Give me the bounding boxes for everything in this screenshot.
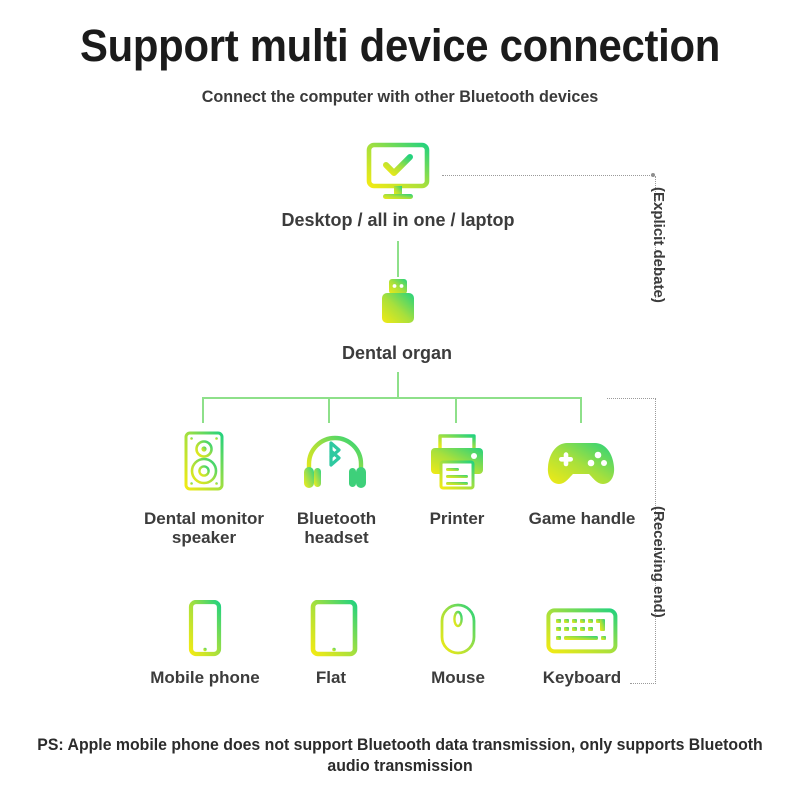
explicit-bracket-top-line <box>442 175 654 176</box>
usb-dongle-icon <box>378 277 418 329</box>
gamepad-icon <box>545 437 617 489</box>
page-subtitle: Connect the computer with other Bluetoot… <box>201 87 599 106</box>
adapter-node-label: Dental organ <box>341 343 452 363</box>
receiving-bracket-bottom-line <box>630 683 656 684</box>
branch-drop-1 <box>202 397 204 423</box>
device-label-phone: Mobile phone <box>150 668 260 687</box>
connector-adapter-to-branch <box>397 372 399 398</box>
device-label-headset: Bluetooth headset <box>296 509 377 547</box>
keyboard-icon <box>546 608 618 654</box>
explicit-bracket-end-dot <box>651 173 655 177</box>
footer-note: PS: Apple mobile phone does not support … <box>37 736 763 775</box>
branch-drop-3 <box>455 397 457 423</box>
branch-drop-4 <box>580 397 582 423</box>
branch-drop-2 <box>328 397 330 423</box>
mouse-icon <box>436 602 480 656</box>
side-label-receiving-end: (Receiving end) <box>650 506 667 618</box>
device-label-speaker: Dental monitor speaker <box>144 509 264 547</box>
tablet-icon <box>308 600 360 658</box>
connector-desktop-to-adapter <box>397 241 399 277</box>
receiving-bracket-vertical <box>655 398 656 684</box>
branch-bar <box>202 397 581 399</box>
desktop-node-label: Desktop / all in one / laptop <box>281 210 515 230</box>
mobile-phone-icon <box>186 600 224 658</box>
device-label-gamepad: Game handle <box>528 509 636 528</box>
page-title: Support multi device connection <box>79 20 721 71</box>
speaker-icon <box>178 430 230 492</box>
device-label-printer: Printer <box>429 509 485 528</box>
device-label-keyboard: Keyboard <box>542 668 622 687</box>
bluetooth-headset-icon <box>300 434 370 492</box>
printer-icon <box>426 430 488 492</box>
explicit-bracket-vertical <box>655 176 656 300</box>
device-label-mouse: Mouse <box>431 668 485 687</box>
side-label-explicit-debate: (Explicit debate) <box>650 187 667 303</box>
receiving-bracket-top-line <box>607 398 656 399</box>
device-label-tablet: Flat <box>315 668 347 687</box>
desktop-monitor-check-icon <box>363 142 433 204</box>
